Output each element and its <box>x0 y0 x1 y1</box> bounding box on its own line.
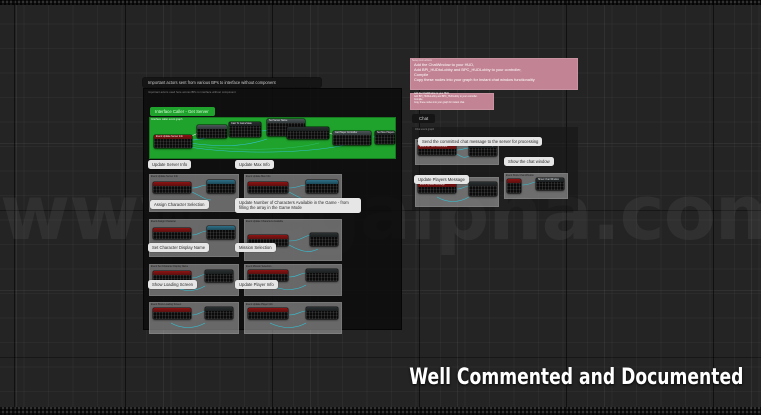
bp-node[interactable] <box>197 125 227 138</box>
node-group-header: Event Assign Character <box>151 220 176 223</box>
bp-node-title: Set Max Players <box>375 131 395 135</box>
bp-node-title: Set Server Name <box>267 119 305 123</box>
bp-node-title <box>197 125 227 129</box>
bp-node[interactable]: Event On Text Committed <box>418 145 456 155</box>
bp-node[interactable] <box>205 270 233 282</box>
bp-node-title <box>287 127 329 131</box>
pink-comment-line: Add the ChatWindow to your HUD. <box>414 93 450 95</box>
node-group[interactable]: Event Show Loading Screen <box>149 302 239 334</box>
graph-header-comment[interactable]: Important actors sent from various BPs t… <box>143 78 321 88</box>
grid-major-line <box>0 357 761 358</box>
bp-node[interactable]: Cast To GameState <box>229 122 261 137</box>
comment-tag[interactable]: Mission Selection <box>235 243 276 253</box>
grid-major-line <box>125 0 126 415</box>
node-group-header: Event Mission Selection <box>246 265 272 268</box>
comment-tag[interactable]: Update Max Info <box>235 160 274 170</box>
pink-comment-header: Setup instructions <box>412 59 432 62</box>
bp-node[interactable] <box>287 127 329 139</box>
pink-comment-line: Copy these nodes into your graph for ins… <box>414 101 465 104</box>
bp-node[interactable] <box>248 270 288 281</box>
green-region-title[interactable]: Interface Caller - Get Server <box>150 107 215 116</box>
bp-node[interactable] <box>306 269 338 281</box>
node-group[interactable]: Event Assign Character <box>149 219 239 257</box>
bp-node[interactable] <box>248 308 288 319</box>
bp-node-title: Event Update Server Info <box>154 135 192 139</box>
node-group-header: Event Show Chat Window <box>506 174 534 177</box>
pink-comment-line: Add BPI_HUDtoLobby and BPC_HUDLobby to y… <box>414 95 478 98</box>
pink-instruction-comment[interactable]: Setup instructions Add the ChatWindow to… <box>410 58 578 90</box>
bp-node[interactable]: Show Chat Window <box>536 178 564 190</box>
comment-tag[interactable]: Send the committed chat message to the s… <box>418 137 543 147</box>
bp-node[interactable]: Event Update Server Info <box>154 135 192 148</box>
pink-comment-line: Compile <box>414 72 429 78</box>
bp-node[interactable]: Event Update Message <box>418 183 456 193</box>
node-group-header: Event Update Max Info <box>246 175 271 178</box>
pink-comment-line: Add the ChatWindow to your HUD, <box>414 62 475 67</box>
comment-tag[interactable]: Show the chat window <box>504 157 554 167</box>
bp-node[interactable]: Get Player Controller <box>333 131 371 145</box>
bp-node[interactable] <box>306 307 338 319</box>
node-group-header: Event Update Server Info <box>151 175 178 178</box>
node-group-header: Event Update Characters Available <box>246 220 284 223</box>
comment-tag[interactable]: Update Players Message <box>414 175 469 185</box>
pink-comment-line: Add BPI_HUDtoLobby and BPC_HUDLobby to y… <box>414 67 522 73</box>
grid-major-line <box>14 0 15 415</box>
node-group-header: Event Update Player Info <box>246 303 273 306</box>
bp-node[interactable] <box>153 228 191 239</box>
bp-node[interactable] <box>207 180 235 193</box>
bp-node[interactable] <box>310 233 338 246</box>
node-group[interactable]: Event Update Characters Available <box>244 219 342 261</box>
canvas-top-edge <box>0 0 761 5</box>
node-group-header: Event Set Character Display Name <box>151 265 189 268</box>
comment-tag[interactable]: Assign Character Selection <box>150 200 209 210</box>
bp-node[interactable] <box>469 182 497 196</box>
comment-tag[interactable]: Set Character Display Name <box>148 243 210 253</box>
graph-panel[interactable]: Important actors used here across BPs to… <box>143 88 402 334</box>
comment-tag[interactable]: Update Number of Characters Available in… <box>235 198 361 213</box>
bp-node-title <box>469 182 497 186</box>
bp-node[interactable] <box>248 235 288 246</box>
canvas-bottom-edge <box>0 407 761 415</box>
bp-node[interactable] <box>207 226 235 239</box>
bp-node-title: Cast To GameState <box>229 122 261 126</box>
bp-node[interactable] <box>153 308 191 319</box>
graph-panel-subtitle: Important actors used here across BPs to… <box>148 91 236 94</box>
bp-node[interactable]: Set Max Players <box>375 131 395 144</box>
promo-banner: Well Commented and Documented <box>408 365 743 390</box>
chat-panel-subtitle: Chat event graph <box>415 128 435 131</box>
chat-region-title[interactable]: Chat <box>412 114 436 123</box>
bp-node-title: Event Update Message <box>418 183 456 187</box>
bp-node-title: Get Player Controller <box>333 131 371 135</box>
bp-node[interactable] <box>248 182 288 193</box>
bp-node-title: Event On Text Committed <box>418 145 456 149</box>
bp-node[interactable] <box>306 180 338 193</box>
green-comment-region[interactable]: Interface caller event graph Event Updat… <box>149 117 396 159</box>
pink-instruction-comment-secondary[interactable]: Add the ChatWindow to your HUD. Add BPI_… <box>410 93 494 110</box>
comment-tag[interactable]: Update Player Info <box>235 280 278 290</box>
node-group[interactable]: Event Show Chat Window Show Chat Window <box>504 173 568 199</box>
pink-comment-line: Compile. <box>414 98 424 101</box>
bp-node[interactable] <box>153 271 191 282</box>
bp-node[interactable] <box>153 182 191 193</box>
pink-comment-line: Copy these nodes into your graph for ins… <box>414 77 535 83</box>
comment-tag[interactable]: Update Server Info <box>148 160 192 170</box>
bp-node-title: Show Chat Window <box>536 178 564 182</box>
bp-node[interactable] <box>205 307 233 319</box>
node-group[interactable]: Event Update Player Info <box>244 302 342 334</box>
grid-major-line <box>713 0 714 415</box>
comment-tag[interactable]: Show Loading Screen <box>148 280 197 290</box>
node-group-header: Event Show Loading Screen <box>151 303 182 306</box>
green-region-header: Interface caller event graph <box>151 118 183 121</box>
bp-node[interactable] <box>507 179 521 193</box>
